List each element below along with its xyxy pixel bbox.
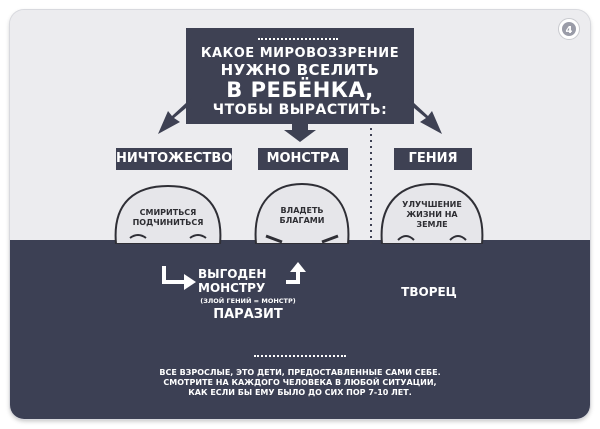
footer-line-2: СМОТРИТЕ НА КАЖДОГО ЧЕЛОВЕКА В ЛЮБОЙ СИТ… xyxy=(163,378,437,387)
thought-monster: ВЛАДЕТЬ БЛАГАМИ xyxy=(262,206,342,226)
arrow-turn-right-icon xyxy=(162,266,196,290)
title-line-2: НУЖНО ВСЕЛИТЬ xyxy=(220,61,380,79)
logo-icon: 4 xyxy=(558,18,580,40)
thought-genius-line-3: ЗЕМЛЕ xyxy=(416,220,448,229)
monster-benefit-line-1: ВЫГОДЕН xyxy=(198,267,267,281)
arrow-down-left-icon xyxy=(158,98,192,134)
thought-nonentity-line-1: СМИРИТЬСЯ xyxy=(139,208,197,217)
outcome-parasite: ПАРАЗИТ xyxy=(213,307,283,322)
poster-card: 4 КАКОЕ МИРОВОЗЗРЕНИЕ НУЖНО ВСЕЛИТЬ В РЕ… xyxy=(10,10,590,419)
footer-text: ВСЕ ВЗРОСЛЫЕ, ЭТО ДЕТИ, ПРЕДОСТАВЛЕННЫЕ … xyxy=(70,368,530,398)
head-genius-illustration xyxy=(380,182,484,244)
label-genius: ГЕНИЯ xyxy=(394,148,472,170)
thought-genius-line-2: ЖИЗНИ НА xyxy=(406,210,458,219)
thought-genius-line-1: УЛУЧШЕНИЕ xyxy=(402,200,462,209)
head-monster-illustration xyxy=(254,182,350,244)
thought-nonentity-line-2: ПОДЧИНИТЬСЯ xyxy=(132,218,204,227)
outcome-creator: ТВОРЕЦ xyxy=(401,285,457,299)
monster-note: (ЗЛОЙ ГЕНИЙ = МОНСТР) xyxy=(200,297,296,305)
head-nonentity-illustration xyxy=(114,184,222,244)
monster-benefit-line-2: МОНСТРУ xyxy=(198,281,266,295)
arrow-down-icon xyxy=(284,124,316,142)
label-nonentity: НИЧТОЖЕСТВО xyxy=(116,148,232,170)
title-box: КАКОЕ МИРОВОЗЗРЕНИЕ НУЖНО ВСЕЛИТЬ В РЕБЁ… xyxy=(186,28,414,124)
thought-nonentity: СМИРИТЬСЯ ПОДЧИНИТЬСЯ xyxy=(128,208,208,228)
arrow-up-icon xyxy=(286,262,306,284)
arrow-down-right-icon xyxy=(408,98,442,134)
thought-monster-line-1: ВЛАДЕТЬ xyxy=(280,206,324,215)
dotted-divider-bottom xyxy=(254,355,346,357)
thought-monster-line-2: БЛАГАМИ xyxy=(279,216,325,225)
footer-line-3: КАК ЕСЛИ БЫ ЕМУ БЫЛО ДО СИХ ПОР 7-10 ЛЕТ… xyxy=(188,388,412,397)
title-line-3: В РЕБЁНКА, xyxy=(226,78,374,102)
monster-benefit-text: ВЫГОДЕН МОНСТРУ xyxy=(198,267,298,295)
svg-text:4: 4 xyxy=(566,25,573,36)
dotted-divider-top xyxy=(258,38,338,40)
label-monster: МОНСТРА xyxy=(258,148,348,170)
title-line-4: ЧТОБЫ ВЫРАСТИТЬ: xyxy=(212,102,388,118)
arrows-layer xyxy=(158,98,442,246)
footer-line-1: ВСЕ ВЗРОСЛЫЕ, ЭТО ДЕТИ, ПРЕДОСТАВЛЕННЫЕ … xyxy=(159,368,441,377)
title-line-1: КАКОЕ МИРОВОЗЗРЕНИЕ xyxy=(200,46,400,61)
thought-genius: УЛУЧШЕНИЕ ЖИЗНИ НА ЗЕМЛЕ xyxy=(392,200,472,230)
